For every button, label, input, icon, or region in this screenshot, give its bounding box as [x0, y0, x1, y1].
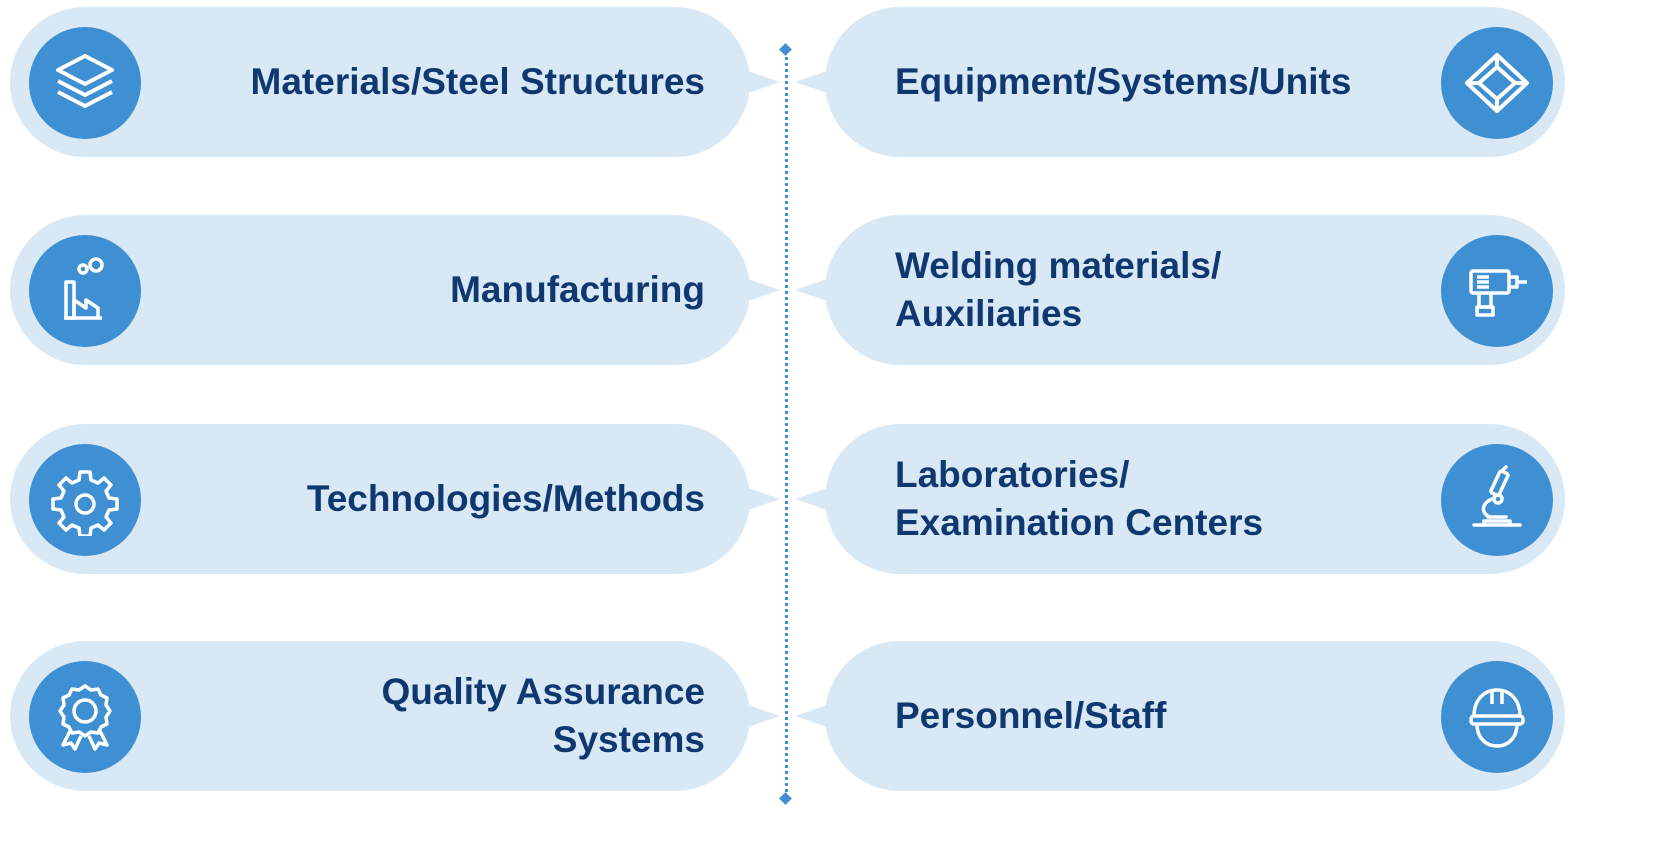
- layers-icon: [29, 27, 141, 139]
- pointer-notch: [795, 279, 827, 301]
- pointer-notch: [795, 71, 827, 93]
- pointer-notch: [748, 279, 780, 301]
- category-label: Laboratories/ Examination Centers: [895, 424, 1263, 574]
- category-label: Quality Assurance Systems: [381, 641, 705, 791]
- label-line: Manufacturing: [450, 269, 705, 310]
- pointer-notch: [748, 488, 780, 510]
- category-laboratories-examination-centers: Laboratories/ Examination Centers: [795, 424, 1565, 574]
- factory-icon: [29, 235, 141, 347]
- category-technologies-methods: Technologies/Methods: [10, 424, 780, 574]
- gear-icon: [29, 444, 141, 556]
- divider-bottom-marker: [779, 792, 792, 805]
- pointer-notch: [795, 488, 827, 510]
- label-line: Systems: [552, 719, 705, 760]
- label-line: Welding materials/: [895, 245, 1222, 286]
- award-badge-icon: [29, 661, 141, 773]
- label-line: Technologies/Methods: [306, 478, 705, 519]
- label-line: Examination Centers: [895, 502, 1264, 543]
- category-label: Equipment/Systems/Units: [895, 7, 1351, 157]
- helmet-icon: [1441, 661, 1553, 773]
- category-materials-steel-structures: Materials/Steel Structures: [10, 7, 780, 157]
- pointer-notch: [748, 71, 780, 93]
- label-line: Auxiliaries: [895, 293, 1083, 334]
- box-icon: [1441, 27, 1553, 139]
- category-label: Materials/Steel Structures: [251, 7, 705, 157]
- pointer-notch: [795, 705, 827, 727]
- label-line: Quality Assurance: [381, 671, 705, 712]
- pointer-notch: [748, 705, 780, 727]
- drill-icon: [1441, 235, 1553, 347]
- category-label: Personnel/Staff: [895, 641, 1166, 791]
- category-personnel-staff: Personnel/Staff: [795, 641, 1565, 791]
- category-label: Technologies/Methods: [307, 424, 705, 574]
- category-manufacturing: Manufacturing: [10, 215, 780, 365]
- divider-top-marker: [779, 43, 792, 56]
- microscope-icon: [1441, 444, 1553, 556]
- label-line: Laboratories/: [895, 454, 1130, 495]
- label-line: Equipment/Systems/Units: [895, 61, 1352, 102]
- category-label: Manufacturing: [450, 215, 705, 365]
- label-line: Personnel/Staff: [895, 695, 1167, 736]
- category-welding-materials-auxiliaries: Welding materials/ Auxiliaries: [795, 215, 1565, 365]
- label-line: Materials/Steel Structures: [250, 61, 705, 102]
- category-quality-assurance-systems: Quality Assurance Systems: [10, 641, 780, 791]
- center-divider: [785, 50, 788, 798]
- category-equipment-systems-units: Equipment/Systems/Units: [795, 7, 1565, 157]
- category-label: Welding materials/ Auxiliaries: [895, 215, 1221, 365]
